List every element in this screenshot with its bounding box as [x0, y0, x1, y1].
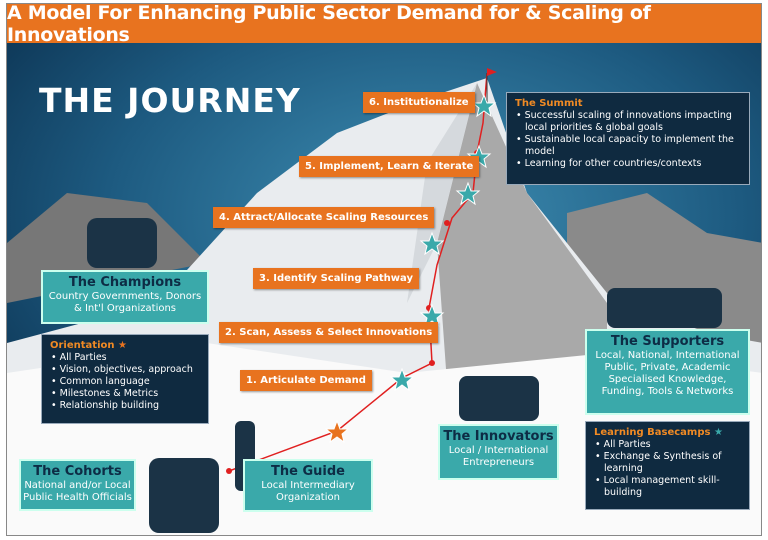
summit-flag-icon — [487, 68, 497, 76]
step-4: 4. Attract/Allocate Scaling Resources — [213, 207, 435, 228]
guide-text: Local Intermediary Organization — [261, 480, 355, 503]
champions-text: Country Governments, Donors & Int'l Orga… — [48, 291, 202, 314]
basecamps-item: Exchange & Synthesis of learning — [594, 451, 741, 475]
cohorts-box: The Cohorts National and/or Local Public… — [19, 459, 136, 511]
orientation-heading: Orientation — [50, 340, 115, 351]
journey-path — [228, 72, 488, 472]
step-2: 2. Scan, Assess & Select Innovations — [219, 322, 439, 343]
star-icon: ★ — [713, 427, 723, 438]
guide-box: The Guide Local Intermediary Organizatio… — [243, 459, 373, 512]
star-icon — [455, 181, 481, 206]
star-icon — [471, 93, 497, 118]
innovators-text: Local / International Entrepreneurs — [448, 445, 549, 468]
summit-item: Learning for other countries/contexts — [515, 158, 741, 170]
orientation-box: Orientation ★ All PartiesVision, objecti… — [41, 334, 209, 424]
basecamps-item: Local management skill-building — [594, 475, 741, 499]
step-1: 1. Articulate Demand — [240, 370, 372, 391]
basecamps-heading: Learning Basecamps — [594, 427, 711, 438]
people-silhouettes — [87, 218, 722, 533]
star-icon: ★ — [117, 340, 127, 351]
star-icon — [324, 419, 350, 444]
cohorts-text: National and/or Local Public Health Offi… — [23, 480, 132, 503]
step-3: 3. Identify Scaling Pathway — [253, 268, 419, 289]
orientation-item: Common language — [50, 376, 200, 388]
summit-box: The Summit Successful scaling of innovat… — [506, 92, 750, 185]
basecamps-item: All Parties — [594, 439, 741, 451]
champions-heading: The Champions — [68, 275, 182, 290]
summit-heading: The Summit — [515, 98, 583, 109]
summit-item: Successful scaling of innovations impact… — [515, 110, 741, 134]
star-icon — [419, 303, 445, 328]
title-bar: A Model For Enhancing Public Sector Dema… — [7, 4, 761, 46]
infographic: A Model For Enhancing Public Sector Dema… — [6, 3, 762, 536]
basecamps-box: Learning Basecamps ★ All PartiesExchange… — [585, 421, 750, 510]
innovators-heading: The Innovators — [443, 429, 554, 444]
star-icon — [389, 367, 415, 392]
orientation-item: Milestones & Metrics — [50, 388, 200, 400]
step-6: 6. Institutionalize — [363, 92, 475, 113]
orientation-item: Vision, objectives, approach — [50, 364, 200, 376]
supporters-text: Local, National, International Public, P… — [595, 350, 740, 397]
supporters-box: The Supporters Local, National, Internat… — [585, 329, 750, 415]
champions-box: The Champions Country Governments, Donor… — [41, 270, 209, 324]
orientation-item: All Parties — [50, 352, 200, 364]
innovators-box: The Innovators Local / International Ent… — [438, 424, 559, 480]
orientation-item: Relationship building — [50, 400, 200, 412]
supporters-heading: The Supporters — [610, 334, 725, 349]
journey-heading: THE JOURNEY — [39, 81, 301, 120]
mountain-scene: THE JOURNEY 6. Institutionalize 5. Imple… — [7, 43, 761, 535]
star-icon — [419, 231, 445, 256]
step-5: 5. Implement, Learn & Iterate — [299, 156, 480, 177]
cohorts-heading: The Cohorts — [33, 464, 122, 479]
summit-item: Sustainable local capacity to implement … — [515, 134, 741, 158]
guide-heading: The Guide — [271, 464, 345, 479]
